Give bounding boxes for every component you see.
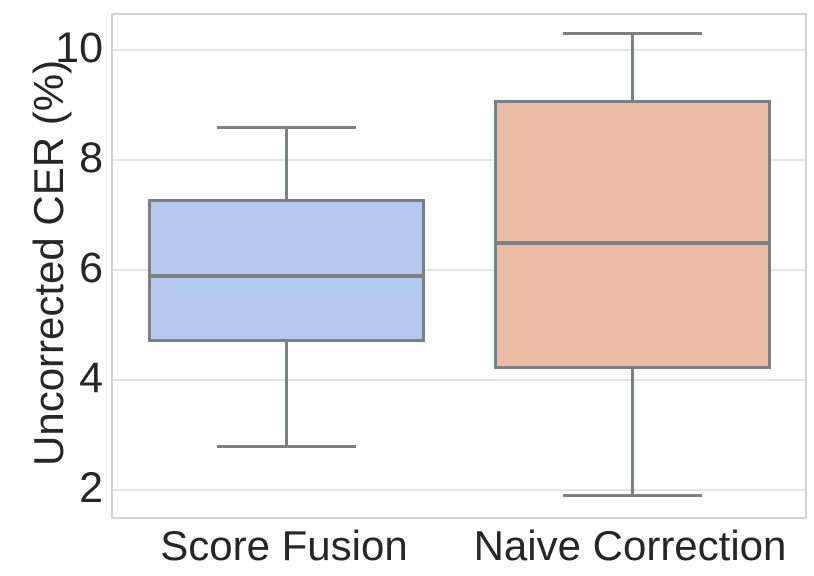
whisker-cap-max xyxy=(216,125,356,129)
median-line xyxy=(150,273,422,278)
whisker-cap-min xyxy=(216,444,356,448)
whisker-lower-line xyxy=(630,369,634,496)
x-category-label: Score Fusion xyxy=(160,522,408,569)
y-gridline xyxy=(113,269,805,272)
y-tick-label: 8 xyxy=(79,134,103,183)
whisker-cap-min xyxy=(562,494,702,498)
y-tick-label: 6 xyxy=(79,244,103,293)
whisker-upper-line xyxy=(630,33,634,100)
iqr-box-score-fusion xyxy=(147,198,425,342)
y-tick-label: 4 xyxy=(79,354,103,403)
iqr-box-naive-correction xyxy=(493,99,771,370)
y-tick-label: 2 xyxy=(79,464,103,513)
y-gridline xyxy=(113,159,805,162)
y-gridline xyxy=(113,49,805,52)
whisker-lower-line xyxy=(284,341,288,447)
y-gridline xyxy=(113,489,805,492)
y-gridline xyxy=(113,379,805,382)
whisker-cap-max xyxy=(562,32,702,36)
y-tick-label: 10 xyxy=(55,24,103,73)
plot-area xyxy=(111,13,807,519)
x-category-label: Naive Correction xyxy=(473,522,787,569)
whisker-upper-line xyxy=(284,127,288,199)
median-line xyxy=(496,240,768,245)
